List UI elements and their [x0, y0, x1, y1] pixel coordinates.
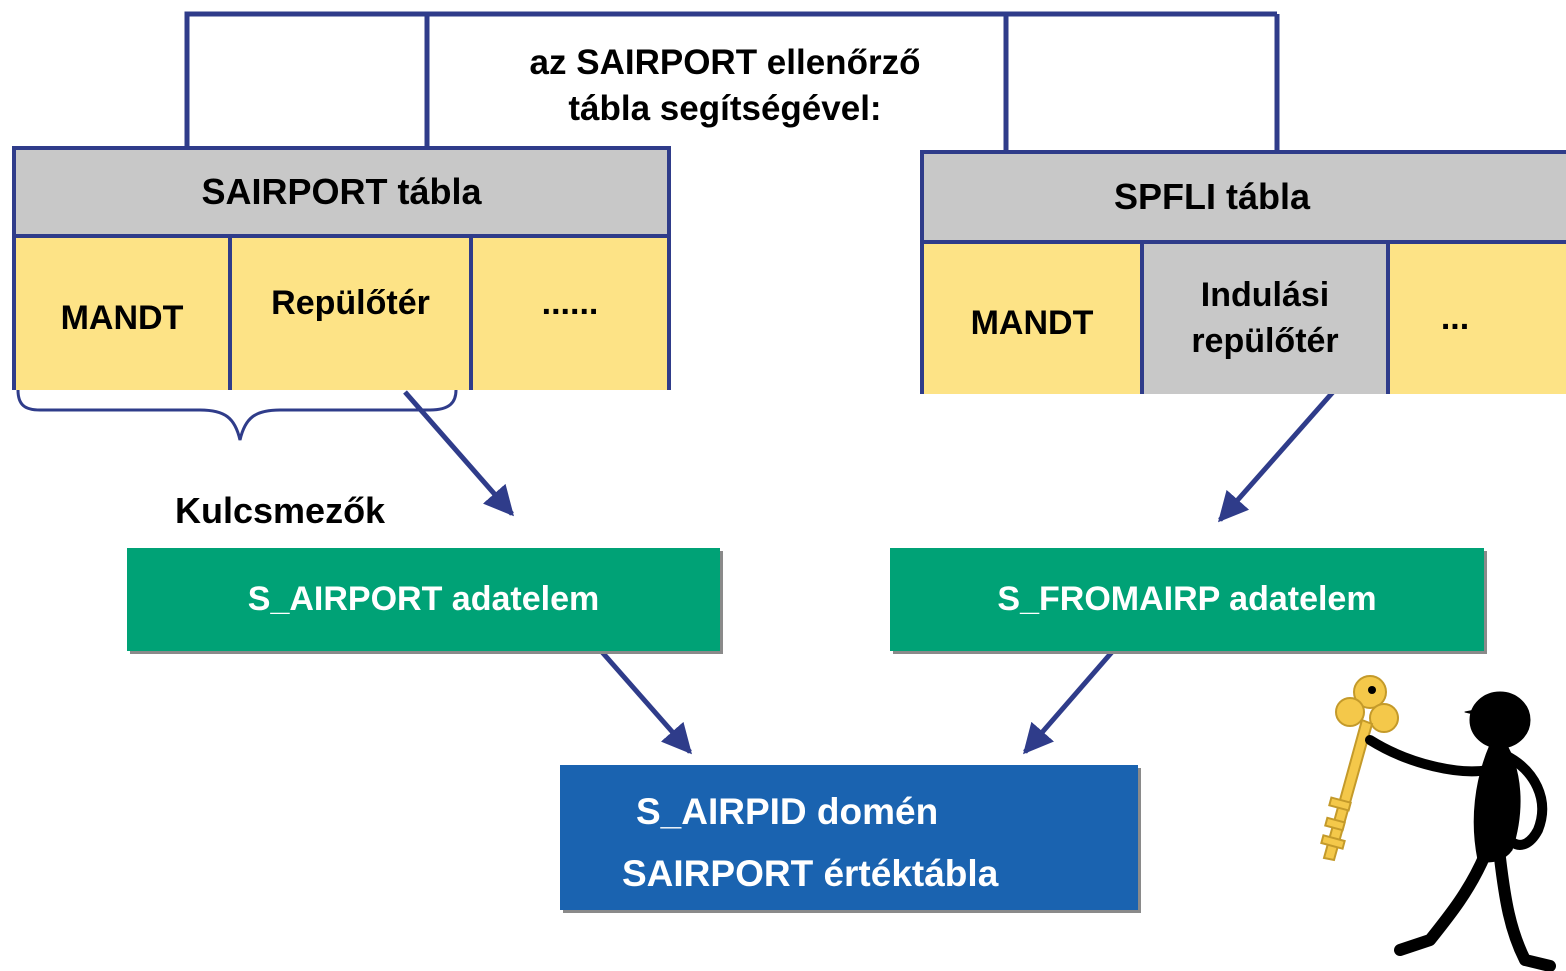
arrow-repuloter-to-s-airport [403, 390, 514, 517]
s-fromairp-data-element: S_FROMAIRP adatelem [890, 548, 1484, 651]
arrow-s-fromairp-to-domain [1023, 650, 1114, 755]
sairport-cell-repuloter: Repülőtér [232, 238, 473, 390]
key-fields-label: Kulcsmezők [175, 490, 386, 531]
domain-line2: SAIRPORT értéktábla [622, 853, 999, 894]
check-table-bracket [184, 11, 1277, 148]
spfli-table: SPFLI tábla MANDT Indulási repülőtér ... [920, 150, 1566, 394]
arrow-s-airport-to-domain [600, 650, 692, 755]
sairport-cell-mandt: MANDT [16, 238, 232, 390]
arrow-indulasi-to-s-fromairp [1218, 390, 1335, 523]
key-icon [1320, 675, 1399, 862]
s-airport-data-element: S_AIRPORT adatelem [127, 548, 720, 651]
check-table-note-line1: az SAIRPORT ellenőrző [529, 43, 921, 82]
check-table-note-line2: tábla segítségével: [568, 89, 882, 128]
sairport-table: SAIRPORT tábla MANDT Repülőtér ...... [12, 146, 671, 390]
check-table-note: az SAIRPORT ellenőrző tábla segítségével… [490, 40, 960, 132]
spfli-cell-indulasi-repuloter: Indulási repülőtér [1144, 244, 1390, 394]
s-airpid-domain-box: S_AIRPID domén SAIRPORT értéktábla [560, 765, 1138, 910]
spfli-cell-more: ... [1390, 244, 1566, 394]
sairport-table-header: SAIRPORT tábla [16, 150, 667, 238]
spfli-table-header: SPFLI tábla [924, 154, 1566, 244]
domain-line1: S_AIRPID domén [636, 791, 939, 832]
spfli-cell-mandt: MANDT [924, 244, 1144, 394]
key-fields-brace [16, 389, 458, 441]
sairport-cell-more: ...... [473, 238, 667, 390]
person-holding-key-icon [1320, 675, 1556, 971]
